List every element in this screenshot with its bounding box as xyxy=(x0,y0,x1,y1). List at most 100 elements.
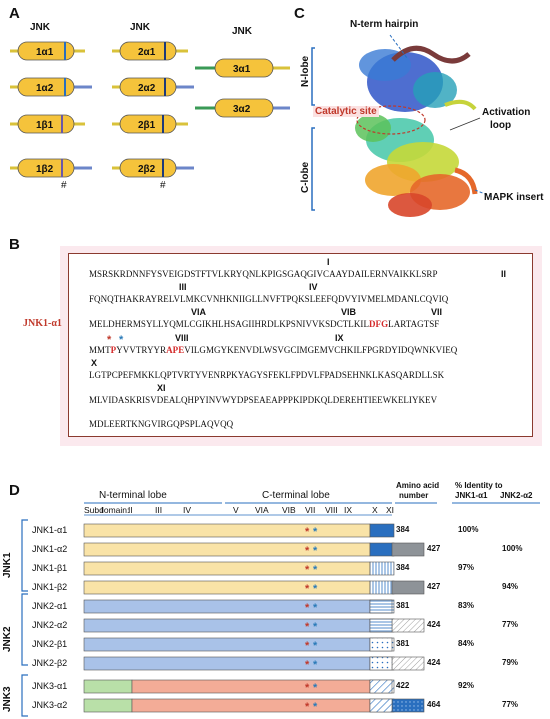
row-star-red: * xyxy=(305,583,310,595)
protein-ribbon xyxy=(355,45,478,217)
domain-row-2: ** xyxy=(83,542,425,557)
domain-row-9: ** xyxy=(83,679,395,694)
row-star-red: * xyxy=(305,545,310,557)
row-star-red: * xyxy=(305,602,310,614)
isoform-1a2: 1α2 xyxy=(10,77,92,97)
subdomain-iii: III xyxy=(155,505,163,515)
isoform-label: 2β1 xyxy=(138,120,156,131)
row-aa-number: 381 xyxy=(396,601,410,610)
phospho-star-red: * xyxy=(107,334,112,346)
sequence-line-7: MDLEERTKNGVIRGQPSPLAQVQQ xyxy=(89,419,234,429)
mapk-insert-label: MAPK insert xyxy=(484,192,544,203)
row-identity-jnk2: 94% xyxy=(502,582,519,591)
row-aa-number: 381 xyxy=(396,639,410,648)
subdomain-iv: IV xyxy=(183,505,192,515)
row-identity-jnk1: 83% xyxy=(458,601,475,610)
group-jnk1: JNK1 xyxy=(2,552,13,578)
domain-X: X xyxy=(91,358,98,368)
subdomain-vib: VIB xyxy=(282,505,296,515)
phospho-star-blue: * xyxy=(119,334,124,346)
activation-loop-label-2: loop xyxy=(490,120,512,131)
panel-b-letter: B xyxy=(9,236,20,253)
isoform-label: 3α1 xyxy=(233,64,251,75)
amino-acid-header-2: number xyxy=(399,491,429,500)
subdomain-via: VIA xyxy=(255,505,269,515)
domain-IV: IV xyxy=(309,282,318,292)
row-name: JNK1-α1 xyxy=(32,525,68,535)
group-jnk3: JNK3 xyxy=(2,686,13,712)
row-star-red: * xyxy=(305,621,310,633)
sequence-line-6: MLVIDASKRISVDEALQHPYINVWYDPSEAEAPPPKIPDK… xyxy=(89,395,438,405)
subdomain-ii: II xyxy=(128,505,133,515)
hash-mark-2: # xyxy=(160,180,166,191)
isoform-label: 1α1 xyxy=(36,47,54,58)
row-identity-jnk2: 79% xyxy=(502,658,519,667)
row-star-blue: * xyxy=(313,682,318,694)
domain-I: I xyxy=(327,257,330,267)
row-identity-jnk2: 77% xyxy=(502,700,519,709)
row-aa-number: 427 xyxy=(427,544,441,553)
row-aa-number: 424 xyxy=(427,658,441,667)
row-name: JNK2-α2 xyxy=(32,620,68,630)
c-terminal-lobe-label: C-terminal lobe xyxy=(262,490,330,501)
isoform-2b1: 2β1 xyxy=(112,114,188,134)
n-terminal-lobe-label: N-terminal lobe xyxy=(99,490,167,501)
isoform-label: 1α2 xyxy=(36,83,54,94)
isoform-label: 2α2 xyxy=(138,83,156,94)
c-lobe-bracket xyxy=(311,127,315,211)
row-name: JNK2-β1 xyxy=(32,639,68,649)
sequence-box: I MSRSKRDNNFYSVEIGDSTFTVLKRYQNLKPIGSGAQG… xyxy=(68,253,533,437)
subdomain-i: I xyxy=(101,505,104,515)
row-identity-jnk1: 92% xyxy=(458,681,475,690)
row-identity-jnk2: 77% xyxy=(502,620,519,629)
domain-row-10: ** xyxy=(83,698,425,713)
subdomain-label: Subdomain: xyxy=(84,505,130,515)
isoform-label: 1β1 xyxy=(36,120,54,131)
row-identity-jnk1: 100% xyxy=(458,525,479,534)
hash-mark-1: # xyxy=(61,180,67,191)
identity-sub-2: JNK2-α2 xyxy=(500,491,533,500)
row-star-blue: * xyxy=(313,621,318,633)
row-aa-number: 384 xyxy=(396,563,410,572)
isoform-3a2: 3α2 xyxy=(195,98,290,118)
row-name: JNK1-α2 xyxy=(32,544,68,554)
domain-VIII: VIII xyxy=(175,333,189,343)
row-name: JNK1-β2 xyxy=(32,582,68,592)
catalytic-site-label: Catalytic site xyxy=(313,106,379,117)
isoform-label: 1β2 xyxy=(36,164,54,175)
identity-sub-1: JNK1-α1 xyxy=(455,491,488,500)
domain-III: III xyxy=(179,282,187,292)
subdomain-x: X xyxy=(372,505,378,515)
row-star-blue: * xyxy=(313,659,318,671)
domain-row-4: ** xyxy=(83,580,425,595)
domain-II: II xyxy=(501,269,507,279)
row-aa-number: 422 xyxy=(396,681,410,690)
row-star-blue: * xyxy=(313,545,318,557)
sequence-line-2: FQNQTHAKRAYRELVLMKCVNHKNIIGLLNVFTPQKSLEE… xyxy=(89,294,449,304)
isoform-2a2: 2α2 xyxy=(112,77,194,97)
row-name: JNK2-β2 xyxy=(32,658,68,668)
domain-row-6: ** xyxy=(83,618,425,633)
domain-row-1: ** xyxy=(83,523,395,538)
isoform-label: 2β2 xyxy=(138,164,156,175)
row-star-blue: * xyxy=(313,526,318,538)
row-name: JNK2-α1 xyxy=(32,601,68,611)
panel-a-col2-title: JNK xyxy=(130,22,151,33)
isoform-1b1: 1β1 xyxy=(10,114,85,134)
panel-a-col3-title: JNK xyxy=(232,26,253,37)
domain-row-5: ** xyxy=(83,599,395,614)
n-lobe-bracket xyxy=(311,47,315,106)
row-identity-jnk2: 100% xyxy=(502,544,523,553)
isoform-2b2: 2β2 xyxy=(112,158,194,178)
dfg-motif: DFG xyxy=(369,319,389,329)
domain-row-7: ** xyxy=(83,637,395,652)
row-star-red: * xyxy=(305,701,310,713)
row-star-red: * xyxy=(305,564,310,576)
row-star-blue: * xyxy=(313,602,318,614)
subdomain-v: V xyxy=(233,505,239,515)
protein-structure xyxy=(311,34,496,217)
catalytic-site-ellipse xyxy=(356,105,426,135)
row-name: JNK1-β1 xyxy=(32,563,68,573)
sequence-line-5: LGTPCPEFMKKLQPTVRTYVENRPKYAGYSFEKLFPDVLF… xyxy=(89,370,445,380)
activation-loop-label-1: Activation xyxy=(482,107,531,118)
